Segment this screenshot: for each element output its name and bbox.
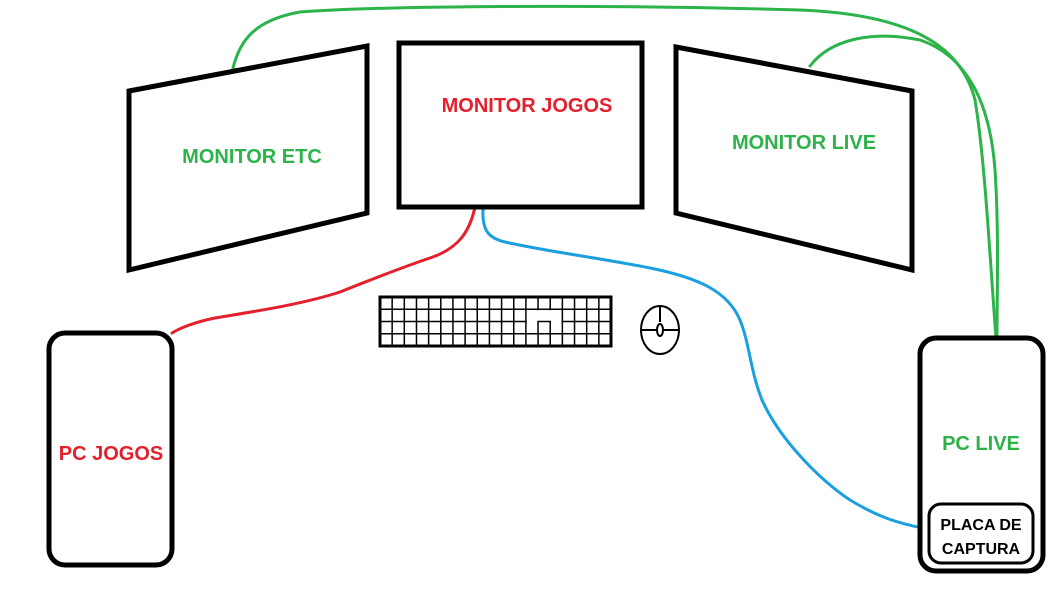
- capture-card-label-line1: PLACA DE: [940, 517, 1022, 534]
- capture-card: PLACA DE CAPTURA: [927, 502, 1035, 565]
- pc-live-label: PC LIVE: [942, 433, 1020, 455]
- blue-cable-monitor-jogos-to-capture-card: [481, 207, 925, 530]
- mouse-icon: [640, 305, 680, 355]
- monitor-etc: MONITOR ETC: [126, 42, 370, 274]
- monitor-jogos-label: MONITOR JOGOS: [442, 95, 613, 117]
- green-cable-monitor-etc-to-pc-live: [231, 4, 998, 340]
- monitor-live: MONITOR LIVE: [673, 43, 915, 274]
- monitor-live-label: MONITOR LIVE: [732, 132, 876, 154]
- green-cable-monitor-live-to-pc-live: [808, 34, 999, 340]
- monitor-jogos: MONITOR JOGOS: [396, 40, 645, 210]
- keyboard-icon: [378, 295, 613, 348]
- pc-jogos-label: PC JOGOS: [59, 443, 163, 465]
- red-cable-monitor-jogos-to-pc-jogos: [170, 205, 477, 335]
- pc-live: PC LIVE PLACA DE CAPTURA: [917, 335, 1046, 574]
- pc-jogos: PC JOGOS: [46, 330, 175, 568]
- monitor-etc-label: MONITOR ETC: [182, 146, 322, 168]
- capture-card-label-line2: CAPTURA: [942, 541, 1021, 558]
